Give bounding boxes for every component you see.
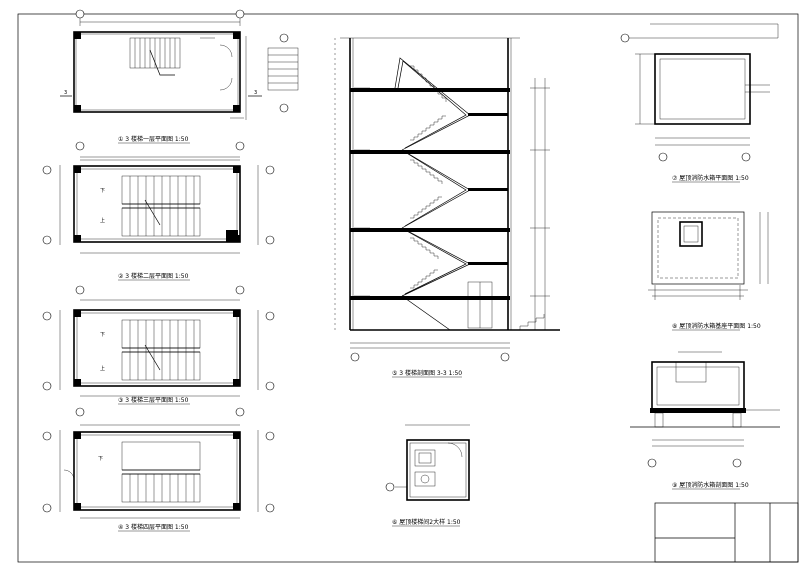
stair-up-label: 上 (100, 217, 105, 224)
third-plan-title: ③ 3 楼梯三层平面图 1:50 (118, 396, 189, 404)
stair-plan-fourth-floor: 下 ④ 3 楼梯四层平面图 1:50 (42, 407, 275, 532)
stair-down-label: 下 (100, 188, 105, 194)
section-mark-left: 3 (64, 90, 67, 96)
stair-down-label: 下 (98, 456, 103, 462)
stair-section-3-3: ⑤ 3 楼梯剖面图 3-3 1:50 (340, 37, 560, 378)
exterior-steps (267, 47, 299, 91)
tank-base-plan-title: ⑧ 屋顶消防水箱基座平面图 1:50 (672, 322, 761, 330)
ground-plan-title: ① 3 楼梯一层平面图 1:50 (118, 135, 189, 143)
stair-down-label: 下 (100, 332, 105, 338)
grid-bubble (75, 9, 85, 19)
second-plan-title: ② 3 楼梯二层平面图 1:50 (118, 272, 189, 280)
grid-bubble (235, 9, 245, 19)
sheet-border (17, 13, 799, 563)
stair-plan-second-floor: 下 上 ② 3 楼梯二层平面图 1:50 (42, 141, 275, 281)
roof-water-tank-section: ⑨ 屋顶消防水箱剖面图 1:50 (630, 351, 780, 490)
fourth-plan-title: ④ 3 楼梯四层平面图 1:50 (118, 523, 189, 531)
section-mark-right: 3 (254, 90, 257, 96)
stair-up-label: 上 (100, 365, 105, 372)
section-title: ⑤ 3 楼梯剖面图 3-3 1:50 (392, 369, 462, 377)
roof-water-tank-base-plan: ⑧ 屋顶消防水箱基座平面图 1:50 (648, 211, 769, 331)
tank-plan-title: ⑦ 屋顶消防水箱平面图 1:50 (672, 174, 749, 182)
roof-stair-detail: ⑥ 屋顶楼梯间2大样 1:50 (385, 424, 470, 527)
tank-section-title: ⑨ 屋顶消防水箱剖面图 1:50 (672, 481, 749, 489)
roof-detail-title: ⑥ 屋顶楼梯间2大样 1:50 (392, 518, 461, 526)
stair-plan-ground-floor: 3 3 ① 3 楼梯一层平面图 1:50 (60, 9, 299, 144)
stair-flight (129, 37, 181, 76)
title-block (654, 502, 799, 563)
stair-plan-third-floor: 下 上 ③ 3 楼梯三层平面图 1:50 (42, 285, 275, 405)
roof-water-tank-plan: ⑦ 屋顶消防水箱平面图 1:50 (620, 23, 779, 183)
